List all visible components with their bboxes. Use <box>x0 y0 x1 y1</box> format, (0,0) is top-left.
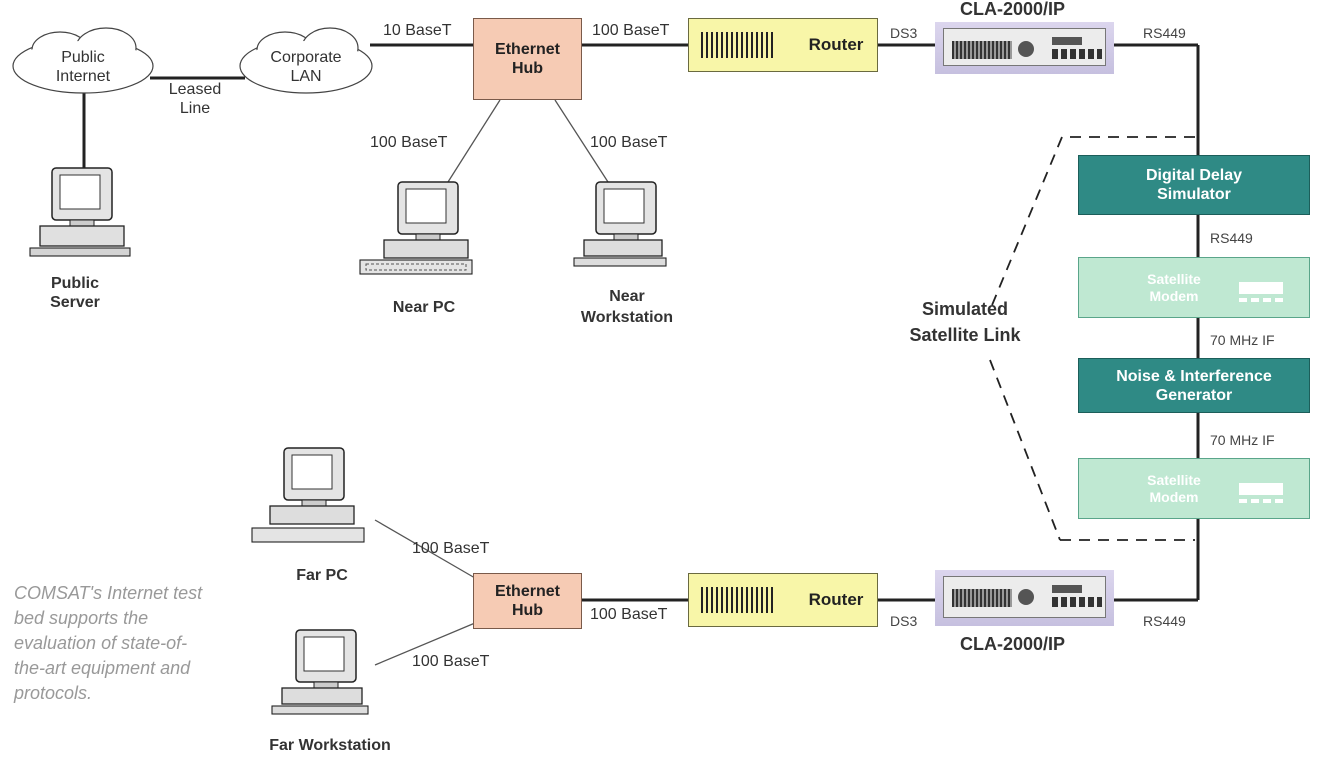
cla-chassis <box>943 576 1106 618</box>
far-cla-unit <box>935 570 1114 626</box>
cla-grille-icon <box>952 41 1012 59</box>
near-ds3-label: DS3 <box>890 25 918 41</box>
public-internet-label: Public Internet <box>55 49 111 85</box>
far-pc-icon <box>251 447 365 543</box>
digital-delay-simulator: Digital Delay Simulator <box>1078 155 1310 215</box>
far-hub-router-label: 100 BaseT <box>590 606 668 623</box>
far-pc-label: Far PC <box>296 567 348 584</box>
cla-keypad-icon <box>1052 597 1102 607</box>
near-cla-unit <box>935 22 1114 74</box>
cla-grille-icon <box>952 589 1012 607</box>
simulated-link-label: Simulated Satellite Link <box>909 299 1021 345</box>
far-router: Router <box>688 573 878 627</box>
near-router-label: Router <box>808 35 864 54</box>
cla-keypad-icon <box>1052 49 1102 59</box>
router-ports-icon <box>701 587 773 613</box>
figure-caption-text: COMSAT's Internet test bed supports the … <box>14 583 203 703</box>
near-workstation-icon <box>573 181 667 267</box>
cla-display-icon <box>1052 37 1082 45</box>
satellite-modem-bottom: Satellite Modem <box>1078 458 1310 519</box>
thin-links <box>374 99 609 666</box>
far-hub-label: Ethernet Hub <box>495 583 560 619</box>
far-ds3-label: DS3 <box>890 613 918 629</box>
far-cla-title: CLA-2000/IP <box>960 634 1066 654</box>
far-workstation-icon <box>271 629 369 715</box>
near-pc-link-label: 100 BaseT <box>370 134 448 151</box>
near-pc-label: Near PC <box>392 299 456 316</box>
near-rs449-label: RS449 <box>1143 25 1186 41</box>
far-router-label: Router <box>808 590 864 609</box>
cla-knob-icon <box>1018 589 1034 605</box>
delay-sim-label: Digital Delay Simulator <box>1145 167 1243 203</box>
corporate-lan-label: Corporate LAN <box>270 49 342 85</box>
router-ports-icon <box>701 32 773 58</box>
far-rs449-label: RS449 <box>1143 613 1186 629</box>
near-pc-icon <box>359 181 473 275</box>
delay-rs449-label: RS449 <box>1210 230 1253 246</box>
near-hub-label: Ethernet Hub <box>495 41 560 77</box>
if-top-label: 70 MHz IF <box>1210 332 1275 348</box>
cloud-public-internet <box>12 27 154 94</box>
modem-top-label: Satellite Modem <box>1147 270 1201 304</box>
near-workstation-label: Near Workstation <box>580 288 674 326</box>
cla-display-icon <box>1052 585 1082 593</box>
near-ethernet-hub: Ethernet Hub <box>473 18 582 100</box>
far-workstation-label: Far Workstation <box>269 737 391 754</box>
near-cla-title: CLA-2000/IP <box>960 0 1066 19</box>
modem-display-icon <box>1239 282 1283 294</box>
cla-chassis <box>943 28 1106 66</box>
if-bottom-label: 70 MHz IF <box>1210 432 1275 448</box>
public-server-icon <box>29 167 131 257</box>
far-ws-link-label: 100 BaseT <box>412 653 490 670</box>
modem-display-icon <box>1239 483 1283 495</box>
near-router: Router <box>688 18 878 72</box>
near-hub-router-label: 100 BaseT <box>592 22 670 39</box>
noise-interference-generator: Noise & Interference Generator <box>1078 358 1310 413</box>
satellite-modem-top: Satellite Modem <box>1078 257 1310 318</box>
wired-links <box>82 43 1200 602</box>
far-pc-link-label: 100 BaseT <box>412 540 490 557</box>
cloud-corporate-lan <box>239 27 373 94</box>
near-10baset-label: 10 BaseT <box>383 22 452 39</box>
near-ws-link-label: 100 BaseT <box>590 134 668 151</box>
far-ethernet-hub: Ethernet Hub <box>473 573 582 629</box>
modem-buttons-icon <box>1239 298 1283 302</box>
modem-bottom-label: Satellite Modem <box>1147 471 1201 505</box>
leased-line-label: Leased Line <box>168 81 222 117</box>
cla-knob-icon <box>1018 41 1034 57</box>
public-server-label: Public Server <box>50 275 100 311</box>
noise-gen-label: Noise & Interference Generator <box>1116 367 1272 404</box>
modem-buttons-icon <box>1239 499 1283 503</box>
simulated-link-bracket <box>989 136 1195 541</box>
